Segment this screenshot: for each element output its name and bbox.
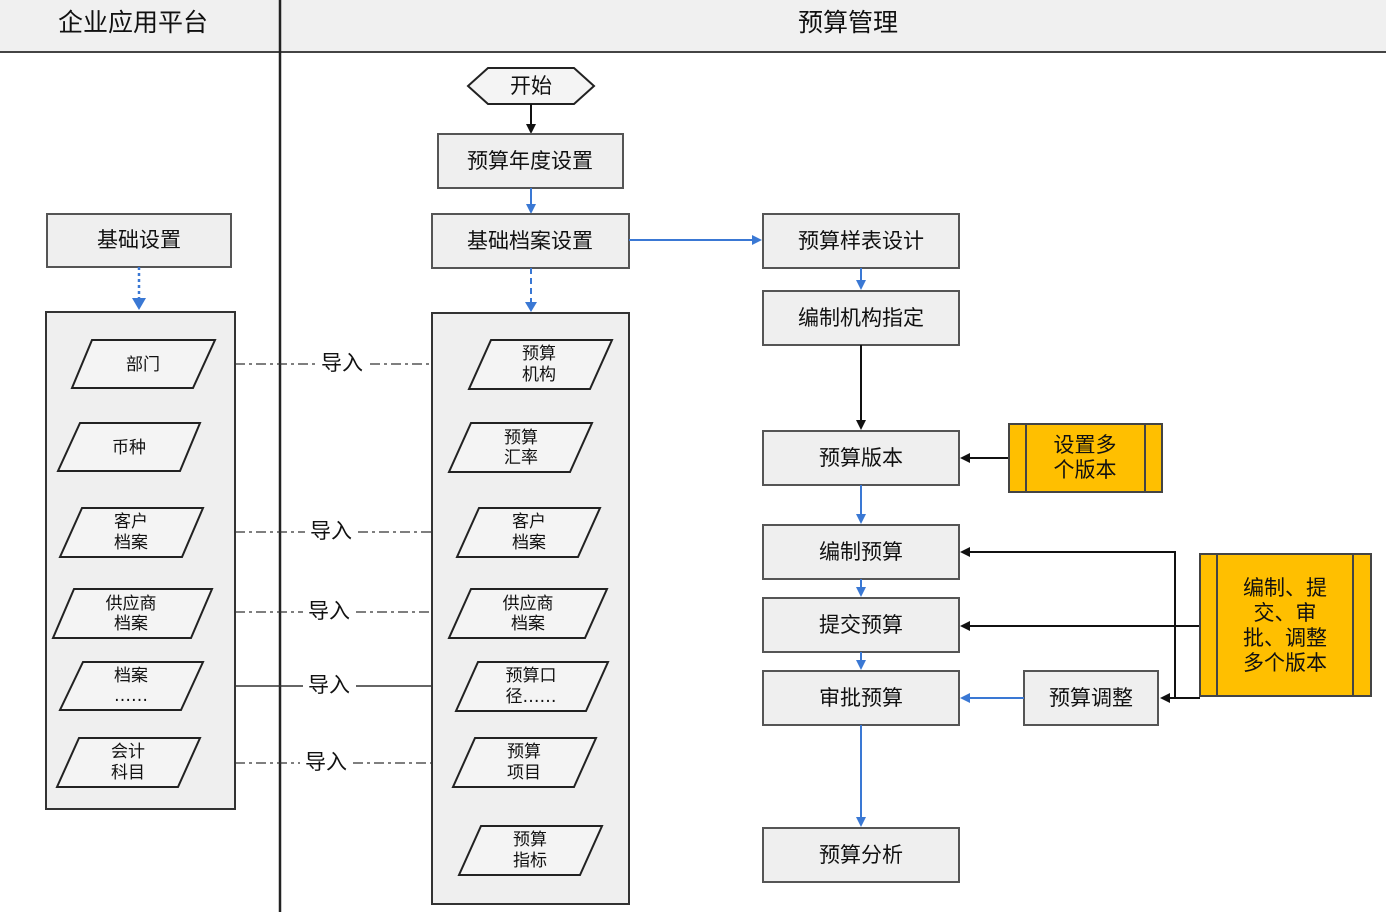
note-multi-flow: 编制、提 交、审 批、调整 多个版本 — [1199, 553, 1372, 697]
platform-item-archive-more[interactable]: 档案 …… — [58, 661, 205, 711]
archive-item-budget-rate-line1: 预算 — [504, 428, 538, 448]
archive-item-budget-project-line2: 项目 — [507, 763, 541, 783]
arrowhead-archive-to-group — [525, 302, 537, 312]
org-assign-box[interactable]: 编制机构指定 — [762, 290, 960, 346]
import-connector-5: 导入 — [235, 750, 432, 774]
note-multi-flow-line4: 多个版本 — [1243, 651, 1327, 675]
submit-budget-label: 提交预算 — [819, 613, 903, 637]
note-multi-version-line2: 个版本 — [1054, 458, 1117, 482]
connector-loop-to-compile — [960, 547, 1176, 698]
note-multi-version-line1: 设置多 — [1054, 433, 1117, 457]
platform-item-supplier-line2: 档案 — [114, 614, 148, 634]
budget-analysis-label: 预算分析 — [819, 843, 903, 867]
archive-item-budget-project-line1: 预算 — [507, 742, 541, 762]
submit-budget-box[interactable]: 提交预算 — [762, 597, 960, 653]
archive-item-customer-line2: 档案 — [512, 533, 546, 553]
platform-item-accounting[interactable]: 会计 科目 — [55, 737, 202, 788]
archive-item-budget-indicator-line2: 指标 — [513, 851, 547, 871]
lane-title-platform: 企业应用平台 — [58, 8, 208, 37]
arrowhead-basic-to-group — [132, 298, 146, 310]
platform-item-supplier[interactable]: 供应商 档案 — [51, 588, 214, 639]
platform-item-archive-more-line2: …… — [114, 686, 148, 706]
template-design-box[interactable]: 预算样表设计 — [762, 213, 960, 269]
import-label-1: 导入 — [321, 351, 363, 375]
archive-item-budget-org-line2: 机构 — [522, 365, 556, 385]
archive-item-budget-org-line1: 预算 — [522, 344, 556, 364]
archive-item-supplier-line2: 档案 — [511, 614, 545, 634]
swimlane-header: 企业应用平台 预算管理 — [0, 0, 1386, 53]
import-label-5: 导入 — [305, 750, 347, 774]
budget-version-label: 预算版本 — [819, 446, 903, 470]
template-design-label: 预算样表设计 — [798, 229, 924, 253]
platform-item-accounting-line2: 科目 — [111, 763, 145, 783]
budget-adjust-box[interactable]: 预算调整 — [1023, 670, 1159, 726]
budget-analysis-box[interactable]: 预算分析 — [762, 827, 960, 883]
platform-item-customer-line2: 档案 — [114, 533, 148, 553]
note-multi-flow-line1: 编制、提 — [1243, 576, 1327, 600]
platform-item-dept[interactable]: 部门 — [70, 339, 217, 389]
archive-item-budget-org[interactable]: 预算 机构 — [467, 339, 614, 390]
platform-item-customer-line1: 客户 — [114, 512, 148, 532]
platform-item-customer[interactable]: 客户 档案 — [58, 507, 205, 558]
platform-item-supplier-line1: 供应商 — [106, 594, 157, 614]
platform-item-dept-label: 部门 — [126, 355, 160, 375]
archive-item-budget-indicator-line1: 预算 — [513, 830, 547, 850]
year-setting-box[interactable]: 预算年度设置 — [437, 133, 624, 189]
note-multi-flow-line3: 批、调整 — [1243, 626, 1327, 650]
import-label-2: 导入 — [310, 519, 352, 543]
archive-setting-box[interactable]: 基础档案设置 — [431, 213, 630, 269]
platform-item-currency-label: 币种 — [112, 438, 146, 458]
archive-item-budget-project[interactable]: 预算 项目 — [451, 737, 598, 788]
archive-item-budget-rate[interactable]: 预算 汇率 — [447, 422, 594, 473]
compile-budget-label: 编制预算 — [819, 540, 903, 564]
org-assign-label: 编制机构指定 — [798, 306, 924, 330]
budget-version-box[interactable]: 预算版本 — [762, 430, 960, 486]
archive-item-customer-line1: 客户 — [512, 512, 546, 532]
archive-setting-label: 基础档案设置 — [467, 229, 593, 253]
import-label-4: 导入 — [308, 673, 350, 697]
lane-title-budget: 预算管理 — [798, 8, 898, 37]
note-multi-version: 设置多 个版本 — [1008, 423, 1163, 493]
approve-budget-box[interactable]: 审批预算 — [762, 670, 960, 726]
compile-budget-box[interactable]: 编制预算 — [762, 524, 960, 580]
platform-item-currency[interactable]: 币种 — [56, 422, 202, 472]
import-connector-1: 导入 — [235, 351, 432, 375]
note-multi-flow-line2: 交、审 — [1254, 601, 1317, 625]
start-node[interactable]: 开始 — [466, 67, 596, 105]
import-connector-3: 导入 — [235, 599, 432, 623]
platform-item-archive-more-line1: 档案 — [114, 666, 148, 686]
import-connector-2: 导入 — [235, 519, 432, 543]
basic-settings-label: 基础设置 — [97, 228, 181, 252]
archive-item-supplier-line1: 供应商 — [503, 594, 554, 614]
budget-adjust-label: 预算调整 — [1049, 686, 1133, 710]
archive-item-customer[interactable]: 客户 档案 — [455, 507, 602, 558]
archive-item-budget-rate-line2: 汇率 — [504, 448, 538, 468]
basic-settings-box[interactable]: 基础设置 — [46, 213, 232, 268]
platform-items-group — [45, 311, 236, 810]
archive-item-budget-caliber[interactable]: 预算口 径…… — [454, 661, 610, 712]
archive-item-budget-indicator[interactable]: 预算 指标 — [457, 825, 604, 876]
start-label: 开始 — [510, 74, 552, 98]
archive-item-budget-caliber-line1: 预算口 — [506, 666, 557, 686]
platform-item-accounting-line1: 会计 — [111, 742, 145, 762]
import-label-3: 导入 — [308, 599, 350, 623]
year-setting-label: 预算年度设置 — [467, 149, 593, 173]
import-connector-4: 导入 — [235, 673, 432, 697]
archive-item-budget-caliber-line2: 径…… — [506, 687, 557, 707]
approve-budget-label: 审批预算 — [819, 686, 903, 710]
archive-item-supplier[interactable]: 供应商 档案 — [447, 588, 609, 639]
